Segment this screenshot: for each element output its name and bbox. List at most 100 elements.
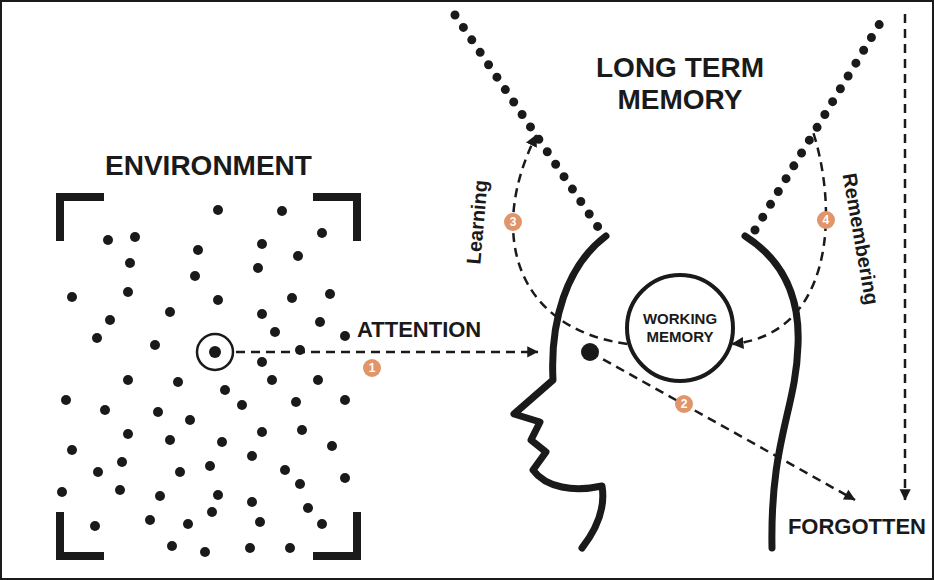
stimulus-dots <box>57 205 350 557</box>
memory-circle: WORKING MEMORY <box>625 273 735 383</box>
callout-number: 1 <box>363 359 381 377</box>
selected-stimulus <box>209 346 221 358</box>
stimulus-dots <box>115 485 125 495</box>
node-heading: WORKING MEMORY <box>638 310 722 346</box>
stimulus-dots <box>217 437 227 447</box>
stimulus-dots <box>200 547 210 557</box>
stimulus-dots <box>125 258 135 268</box>
stimulus-dots <box>90 521 100 531</box>
node-heading: ENVIRONMENT <box>50 149 367 183</box>
stimulus-dots <box>247 451 257 461</box>
stimulus-dots <box>190 271 200 281</box>
stimulus-dots <box>165 307 175 317</box>
memory-region: LONG TERM MEMORY <box>450 10 910 235</box>
stimulus-dots <box>257 239 267 249</box>
environment-frame: ENVIRONMENT <box>50 145 367 560</box>
forgetting-arrow <box>590 352 855 500</box>
stimulus-dots <box>67 292 77 302</box>
stimulus-dots <box>205 461 215 471</box>
corner-bracket <box>317 197 357 237</box>
stimulus-dots <box>257 309 267 319</box>
edge-label: Learning <box>461 176 493 268</box>
stimulus-dots <box>57 487 67 497</box>
stimulus-dots <box>245 543 255 553</box>
stimulus-dots <box>340 331 350 341</box>
stimulus-dots <box>93 467 103 477</box>
stimulus-dots <box>340 395 350 405</box>
callout-number: 3 <box>504 213 522 231</box>
stimulus-dots <box>287 293 297 303</box>
corner-bracket <box>317 516 357 556</box>
stimulus-dots <box>340 473 350 483</box>
corner-brackets <box>50 145 367 560</box>
callout-number: 2 <box>675 395 693 413</box>
stimulus-dots <box>123 287 133 297</box>
remembering-arrow <box>733 133 826 344</box>
stimulus-dots <box>327 441 337 451</box>
stimulus-dots <box>277 206 287 216</box>
stimulus-dots <box>61 395 71 405</box>
corner-bracket <box>60 516 100 556</box>
stimulus-dots <box>183 519 193 529</box>
stimulus-dots <box>295 345 305 355</box>
stimulus-dots <box>123 429 133 439</box>
stimulus-dots <box>213 295 223 305</box>
stimulus-dots <box>103 235 113 245</box>
stimulus-dots <box>100 405 110 415</box>
head-outline <box>745 236 798 548</box>
memory-boundary <box>450 10 910 235</box>
stimulus-dots <box>267 375 277 385</box>
stimulus-dots <box>130 232 140 242</box>
stimulus-dots <box>317 519 327 529</box>
stimulus-dots <box>280 465 290 475</box>
stimulus-dots <box>297 425 307 435</box>
stimulus-dots <box>303 503 313 513</box>
stimulus-dots <box>213 490 223 500</box>
stimulus-dots <box>193 245 203 255</box>
stimulus-dots <box>291 397 301 407</box>
stimulus-dots <box>185 415 195 425</box>
stimulus-dots <box>213 205 223 215</box>
forgetting-arrow <box>904 14 907 500</box>
head-outline <box>514 236 798 548</box>
stimulus-dots <box>257 427 267 437</box>
stimulus-dots <box>167 541 177 551</box>
stimulus-dots <box>117 457 127 467</box>
stimulus-dots <box>317 228 327 238</box>
stimulus-dots <box>165 435 175 445</box>
stimulus-dots <box>293 251 303 261</box>
stimulus-dots <box>257 357 267 367</box>
stimulus-dots <box>220 385 230 395</box>
stimulus-dots <box>270 327 280 337</box>
stimulus-dots <box>285 543 295 553</box>
stimulus-dots <box>325 289 335 299</box>
stimulus-dots <box>295 479 305 489</box>
stimulus-dots <box>150 340 160 350</box>
stimulus-dots <box>313 375 323 385</box>
stimulus-dots <box>315 317 325 327</box>
stimulus-dots <box>123 375 133 385</box>
selected-stimulus <box>197 334 233 370</box>
corner-bracket <box>60 197 100 237</box>
stimulus-dots <box>105 315 115 325</box>
stimulus-dots <box>173 377 183 387</box>
selected-stimulus <box>197 334 233 370</box>
stimulus-dots <box>153 407 163 417</box>
learning-arrow <box>513 135 627 344</box>
stimulus-dots <box>145 515 155 525</box>
stimulus-dots <box>92 333 102 343</box>
stimulus-dots <box>237 400 247 410</box>
stimulus-dots <box>67 445 77 455</box>
stimulus-dots <box>255 517 265 527</box>
outcome-label: FORGOTTEN <box>786 514 928 540</box>
stimulus-dots <box>247 497 257 507</box>
stimulus-dots <box>175 467 185 477</box>
node-heading: LONG TERM MEMORY <box>570 52 790 116</box>
callout-number: 4 <box>817 211 835 229</box>
stimulus-dots <box>155 491 165 501</box>
attention-arrow <box>236 351 538 354</box>
